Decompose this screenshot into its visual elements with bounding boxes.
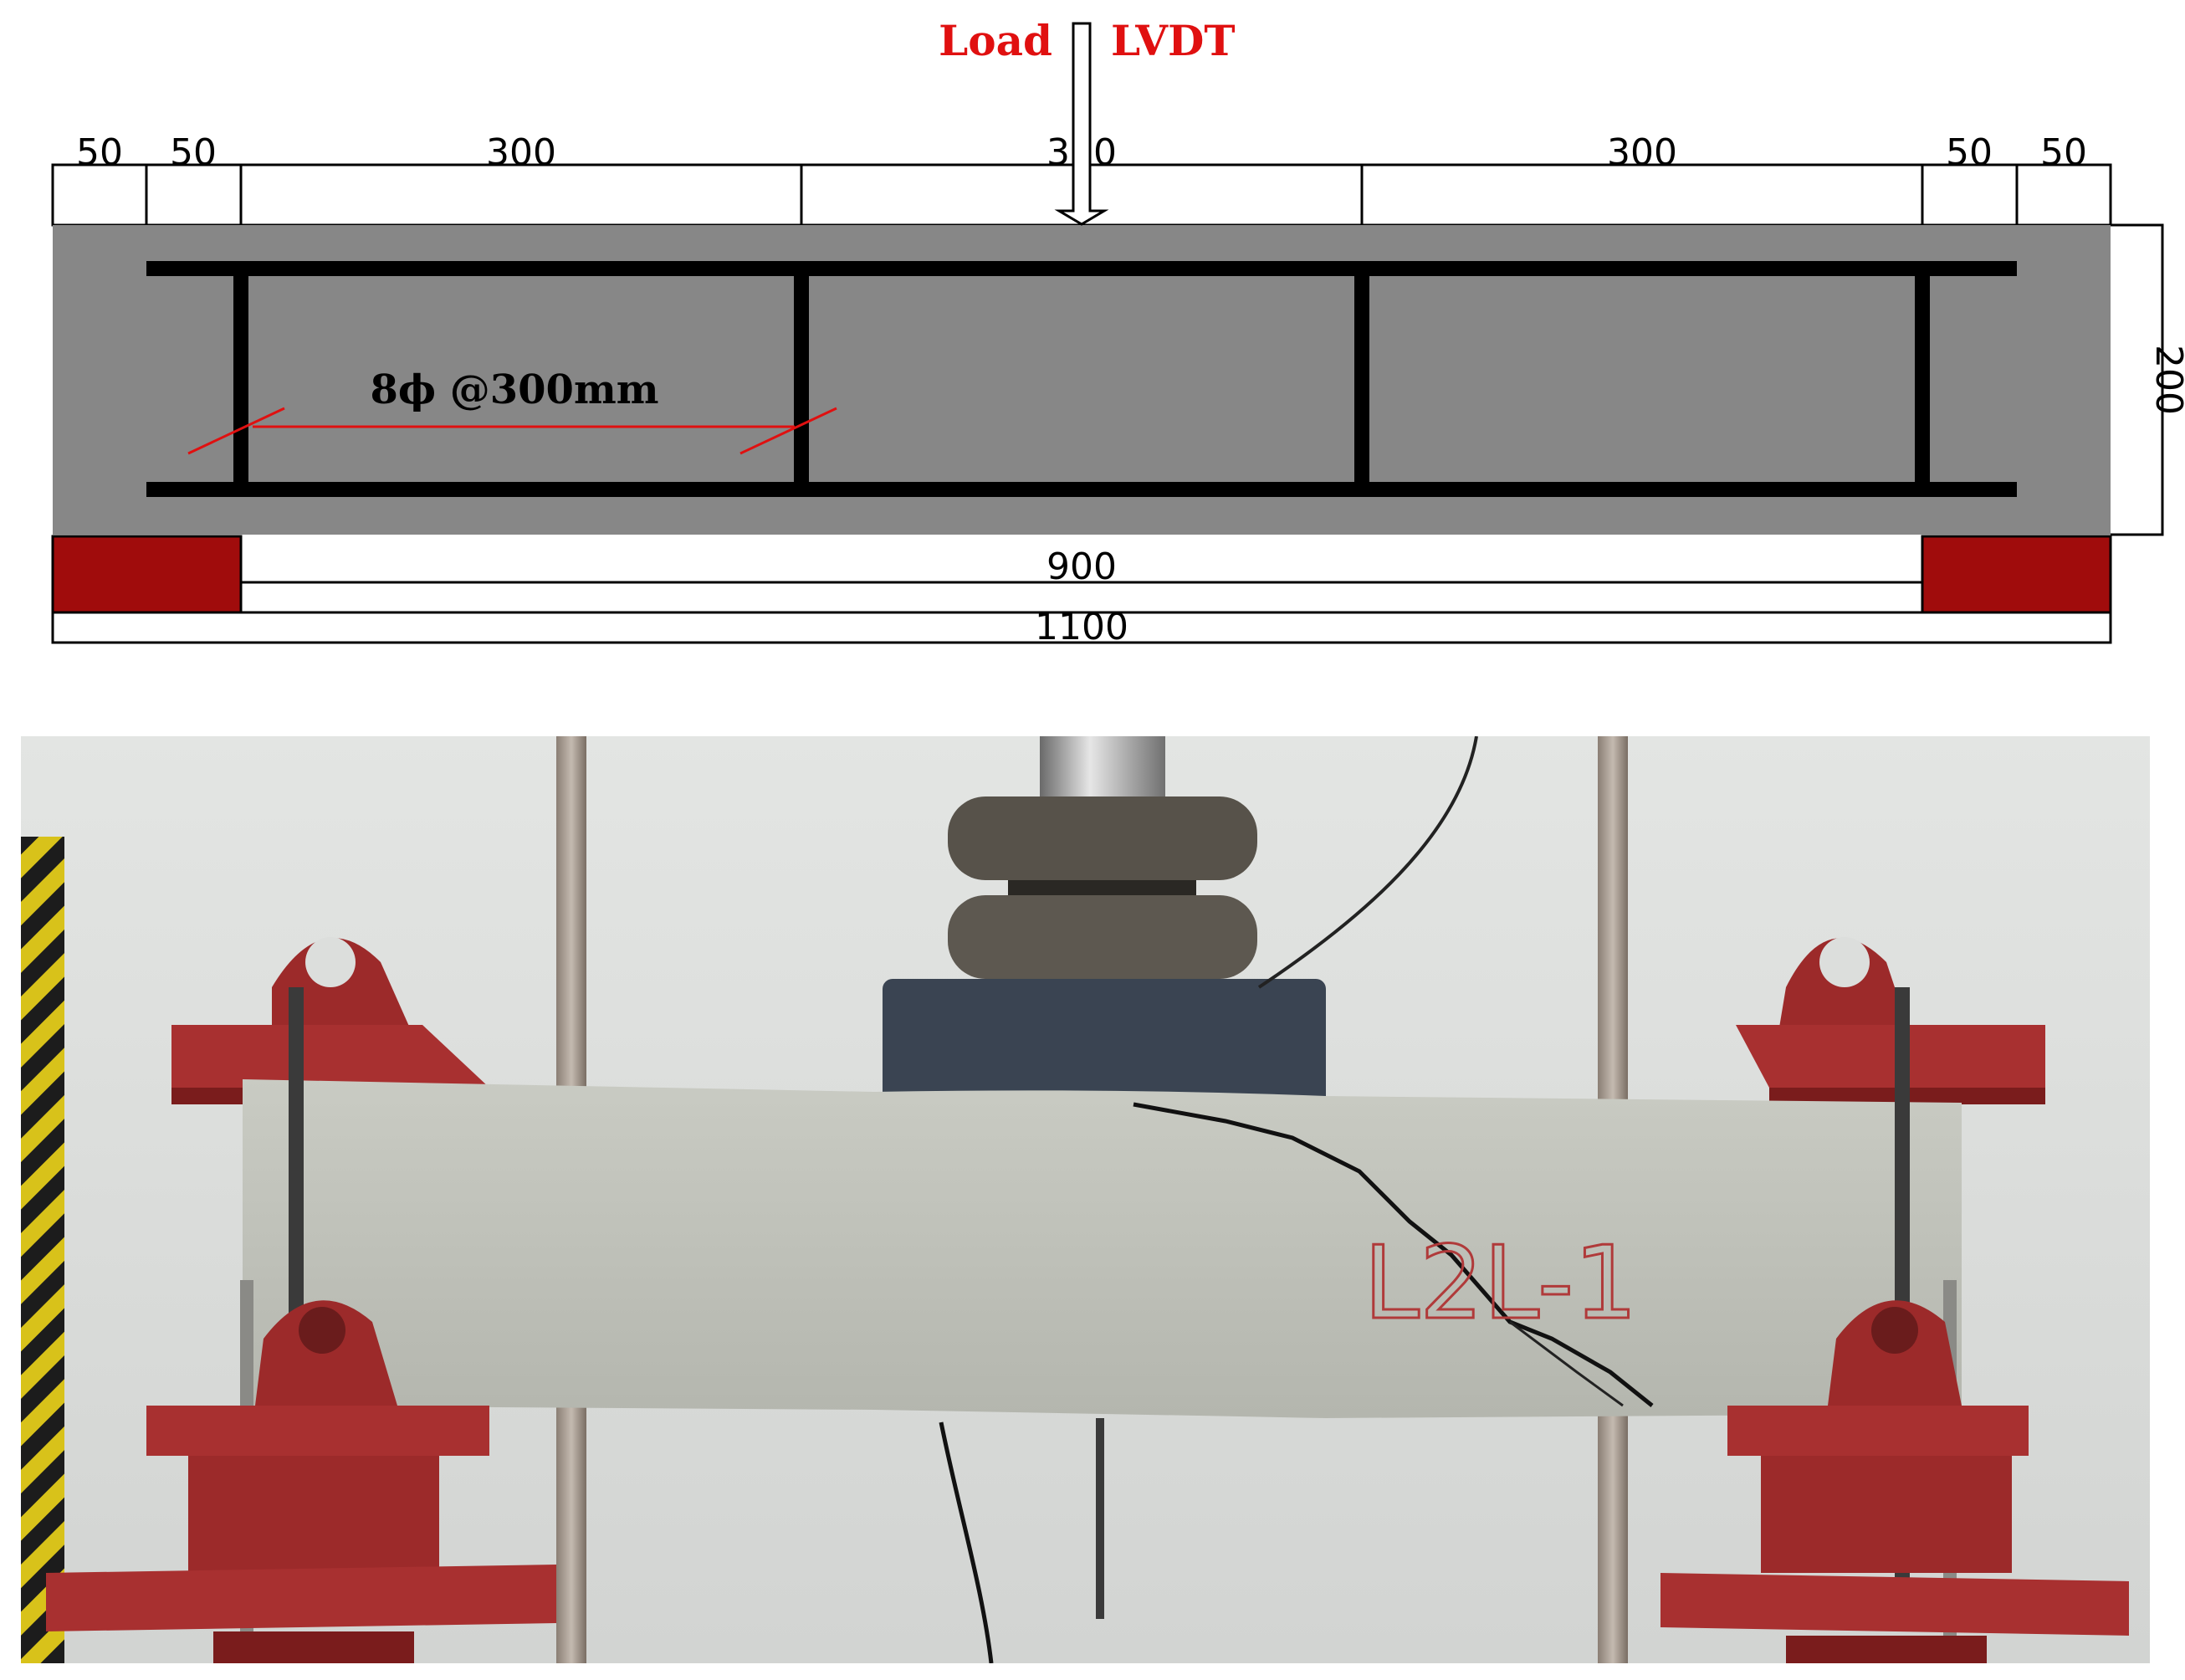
test-setup-photo: L2L-1 xyxy=(21,736,2150,1663)
beam-diagram: 50 50 300 300 300 50 50 8ϕ @300mm Load L… xyxy=(51,16,2185,648)
stirrup-spacing-annotation xyxy=(187,407,837,455)
load-label: Load xyxy=(939,16,1052,65)
dim-label-cover-right-inner: 50 xyxy=(1946,131,1993,174)
lvdt-label: LVDT xyxy=(1111,16,1236,65)
total-dim-label: 1100 xyxy=(1035,606,1128,648)
concrete-beam xyxy=(243,1079,1962,1418)
sensor-cable xyxy=(1257,736,1478,989)
dim-label-cover-left-inner: 50 xyxy=(170,131,217,174)
top-rebar xyxy=(146,261,2017,276)
span-dim-label: 900 xyxy=(1046,545,1117,588)
dim-label-span-3: 300 xyxy=(1607,131,1677,174)
specimen-mark: L2L-1 xyxy=(1364,1226,1638,1342)
stirrup xyxy=(1354,261,1369,497)
stirrup xyxy=(233,261,248,497)
load-cell-gap xyxy=(1008,880,1196,897)
lvdt-cable xyxy=(939,1421,994,1663)
height-dimension xyxy=(2111,223,2164,536)
height-dim-label: 200 xyxy=(2147,345,2185,415)
left-support xyxy=(51,535,243,614)
lvdt-sensor xyxy=(1096,1418,1104,1619)
stirrup xyxy=(794,261,809,497)
actuator-piston xyxy=(1040,736,1165,796)
shear-crack xyxy=(1133,1102,1654,1407)
bottom-rebar xyxy=(146,482,2017,497)
stirrup-spacing-label: 8ϕ @300mm xyxy=(370,366,658,413)
total-dimension xyxy=(51,611,2112,644)
dim-label-span-1: 300 xyxy=(486,131,556,174)
stirrups xyxy=(233,261,1930,497)
loading-platen xyxy=(883,979,1326,1121)
left-bottom-support xyxy=(46,1300,556,1663)
dim-label-cover-left-outer: 50 xyxy=(76,131,123,174)
stirrup xyxy=(1915,261,1930,497)
dim-label-cover-right-outer: 50 xyxy=(2040,131,2087,174)
right-bottom-support xyxy=(1660,1300,2129,1663)
hazard-post xyxy=(21,837,64,1663)
load-arrow-icon xyxy=(1054,22,1109,226)
right-support xyxy=(1921,535,2112,614)
secondary-crack xyxy=(1509,1320,1624,1407)
load-cell-disc-lower xyxy=(948,895,1257,979)
load-cell-disc-upper xyxy=(948,796,1257,880)
